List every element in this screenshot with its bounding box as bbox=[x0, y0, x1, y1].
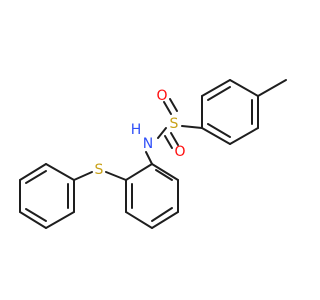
bond-thioether-to-phenyl bbox=[73, 171, 93, 181]
atom-thioether-sulfur: S bbox=[95, 162, 104, 178]
atom-label-s-sulfonyl: S bbox=[170, 116, 179, 132]
double-bond bbox=[207, 123, 231, 138]
bond bbox=[151, 163, 179, 181]
bond bbox=[19, 163, 47, 181]
bond bbox=[45, 163, 75, 181]
bond-ring-to-thioether bbox=[105, 171, 127, 181]
bond bbox=[45, 211, 75, 229]
atom-label-n: N bbox=[143, 136, 153, 152]
molecule-structure: S O O N H S bbox=[19, 79, 287, 229]
double-bond bbox=[155, 169, 173, 181]
aniline-ring bbox=[125, 163, 179, 229]
double-bond-s-o-bottom-a bbox=[164, 135, 173, 149]
bond-n-to-ring bbox=[145, 151, 153, 165]
bond bbox=[229, 79, 259, 97]
bond bbox=[151, 211, 179, 229]
atom-label-h: H bbox=[131, 122, 142, 138]
double-bond-s-o-bottom-b bbox=[170, 132, 179, 146]
atom-label-o-top: O bbox=[156, 88, 167, 104]
atom-oxygen-bottom: O bbox=[174, 144, 185, 160]
phenyl-ring bbox=[19, 163, 75, 229]
double-bond bbox=[151, 207, 173, 222]
bond bbox=[229, 127, 259, 145]
atom-sulfonyl-sulfur: S bbox=[170, 116, 179, 132]
double-bond-s-o-top-a bbox=[163, 101, 172, 115]
atom-nitrogen: N H bbox=[131, 122, 154, 152]
bond bbox=[125, 211, 153, 229]
atom-label-s-thioether: S bbox=[95, 162, 104, 178]
bond bbox=[19, 211, 47, 229]
bond bbox=[201, 79, 231, 97]
double-bond-s-o-top-b bbox=[169, 98, 178, 112]
atom-oxygen-top: O bbox=[156, 88, 167, 104]
double-bond bbox=[25, 170, 47, 184]
tolyl-ring bbox=[201, 79, 259, 145]
bond-s-to-n bbox=[157, 127, 167, 139]
double-bond bbox=[25, 208, 47, 222]
methyl-bond bbox=[257, 79, 287, 97]
bond bbox=[125, 163, 153, 181]
bond-ring-to-sulfur bbox=[181, 125, 203, 129]
bond bbox=[201, 127, 231, 145]
atom-label-o-bottom: O bbox=[174, 144, 185, 160]
double-bond bbox=[207, 86, 231, 101]
